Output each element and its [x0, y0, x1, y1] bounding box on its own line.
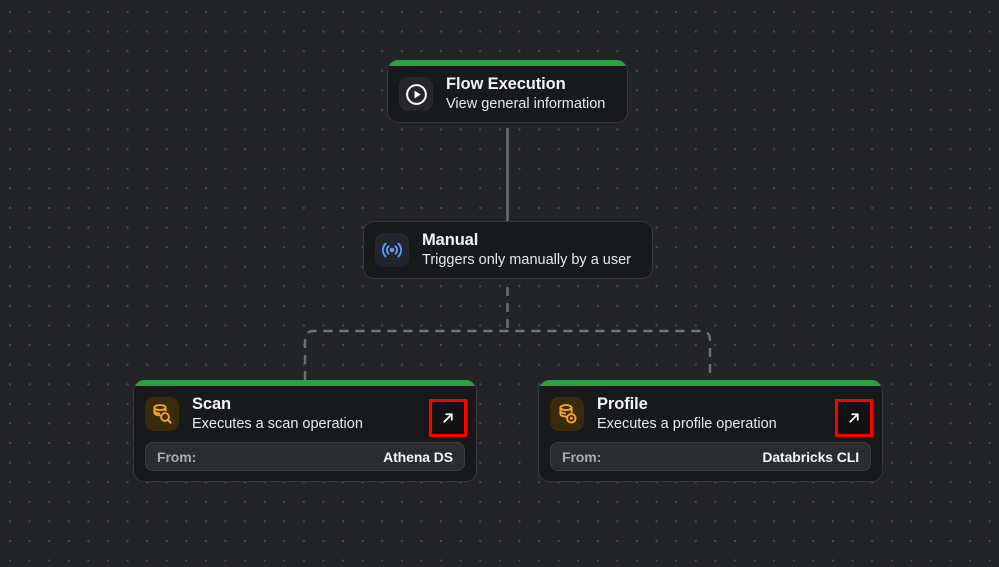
- node-subtitle: Executes a profile operation: [597, 416, 777, 432]
- node-profile[interactable]: Profile Executes a profile operation Fro…: [538, 380, 883, 482]
- from-label: From:: [157, 448, 197, 465]
- node-flow-execution[interactable]: Flow Execution View general information: [387, 60, 628, 123]
- node-subtitle: View general information: [446, 96, 606, 112]
- scan-from-row[interactable]: From: Athena DS: [145, 442, 465, 471]
- from-value: Athena DS: [383, 448, 453, 465]
- node-title: Scan: [192, 395, 232, 413]
- node-accent-bar: [539, 380, 882, 386]
- from-label: From:: [562, 448, 602, 465]
- play-circle-icon: [399, 77, 433, 111]
- broadcast-signal-icon: [375, 233, 409, 267]
- profile-expand-button[interactable]: [835, 399, 873, 437]
- node-title: Flow Execution: [446, 75, 566, 93]
- node-accent-bar: [134, 380, 476, 386]
- database-search-icon: [145, 397, 179, 431]
- node-subtitle: Executes a scan operation: [192, 416, 363, 432]
- node-scan[interactable]: Scan Executes a scan operation From: Ath…: [133, 380, 477, 482]
- database-profile-icon: [550, 397, 584, 431]
- scan-expand-button[interactable]: [429, 399, 467, 437]
- node-accent-bar: [388, 60, 627, 66]
- node-title: Profile: [597, 395, 648, 413]
- node-subtitle: Triggers only manually by a user: [422, 252, 631, 268]
- profile-from-row[interactable]: From: Databricks CLI: [550, 442, 871, 471]
- arrow-up-right-icon: [849, 413, 859, 423]
- node-manual-trigger[interactable]: Manual Triggers only manually by a user: [363, 221, 653, 279]
- connector-manual-branch: [303, 287, 712, 380]
- arrow-up-right-icon: [443, 413, 453, 423]
- node-title: Manual: [422, 231, 479, 249]
- from-value: Databricks CLI: [762, 448, 859, 465]
